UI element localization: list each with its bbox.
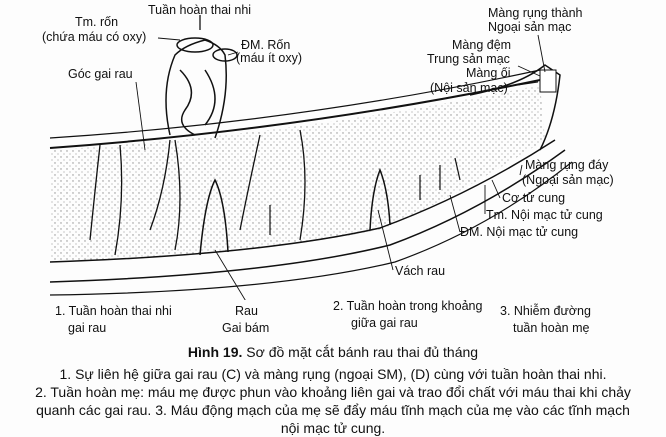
caption-line: 1. Sự liên hệ giữa gai rau (C) và màng r… <box>59 366 607 382</box>
label-bottom-3a: 3. Nhiễm đường <box>500 304 591 318</box>
label-bottom-1a: 1. Tuần hoàn thai nhi <box>55 304 172 318</box>
caption-line: nội mạc tử cung. <box>280 420 386 436</box>
label-amnion-alt: (Nội sản mạc) <box>430 81 508 95</box>
label-umbilical-vein-note: (chứa máu có oxy) <box>42 30 147 44</box>
intervillous-space <box>50 85 545 262</box>
label-villus-stem: Góc gai rau <box>68 67 133 81</box>
caption-line: quanh các gai rau. 3. Máu động mạch của … <box>36 402 630 418</box>
label-decidua-basalis: Màng rụng đáy <box>525 158 609 172</box>
label-decidua-basalis-alt: (Ngoại sản mạc) <box>522 173 614 187</box>
label-bottom-2b: giữa gai rau <box>351 316 418 330</box>
placenta-cross-section-drawing <box>49 15 573 300</box>
septum <box>199 178 229 256</box>
label-placental-septum: Vách rau <box>395 264 446 278</box>
caption-line: 2. Tuần hoàn mẹ: máu mẹ được phun vào kh… <box>35 384 631 400</box>
label-myometrium: Cơ tử cung <box>502 191 566 205</box>
chorionic-plate <box>49 79 541 149</box>
label-chorion-alt: Trung sản mạc <box>427 52 510 66</box>
label-bottom-gai-bam: Gai bám <box>222 321 270 335</box>
fetal-membranes <box>469 64 561 151</box>
basal-plate <box>49 139 556 263</box>
label-bottom-3b: tuần hoàn mẹ <box>513 321 590 335</box>
label-chorion: Màng đệm <box>452 38 512 52</box>
figure-number: Hình 19. <box>187 344 243 360</box>
label-umbilical-artery-note: (máu ít oxy) <box>236 51 302 65</box>
label-umbilical-artery: ĐM. Rốn <box>241 38 291 52</box>
label-bottom-2a: 2. Tuần hoàn trong khoảng <box>333 299 483 313</box>
figure-title-text: Sơ đồ mặt cắt bánh rau thai đủ tháng <box>242 344 479 360</box>
label-bottom-rau: Rau <box>235 304 258 318</box>
label-decidua-parietalis-alt: Ngoại sản mạc <box>488 20 572 34</box>
figure-title: Hình 19. Sơ đồ mặt cắt bánh rau thai đủ … <box>0 344 666 360</box>
label-fetal-circulation: Tuần hoàn thai nhi <box>148 3 252 17</box>
label-endometrial-vein: Tm. Nội mạc tử cung <box>486 208 603 222</box>
villi <box>89 129 306 256</box>
label-bottom-1b: gai rau <box>68 321 107 335</box>
label-umbilical-vein: Tm. rốn <box>75 15 119 29</box>
umbilical-cord <box>165 37 238 139</box>
label-amnion: Màng ối <box>466 66 511 80</box>
label-decidua-parietalis: Màng rụng thành <box>488 6 583 20</box>
myometrium-layer <box>49 149 566 283</box>
leader-lines <box>135 34 546 300</box>
flow-arrows <box>269 157 461 235</box>
label-endometrial-artery: ĐM. Nội mạc tử cung <box>460 225 579 239</box>
